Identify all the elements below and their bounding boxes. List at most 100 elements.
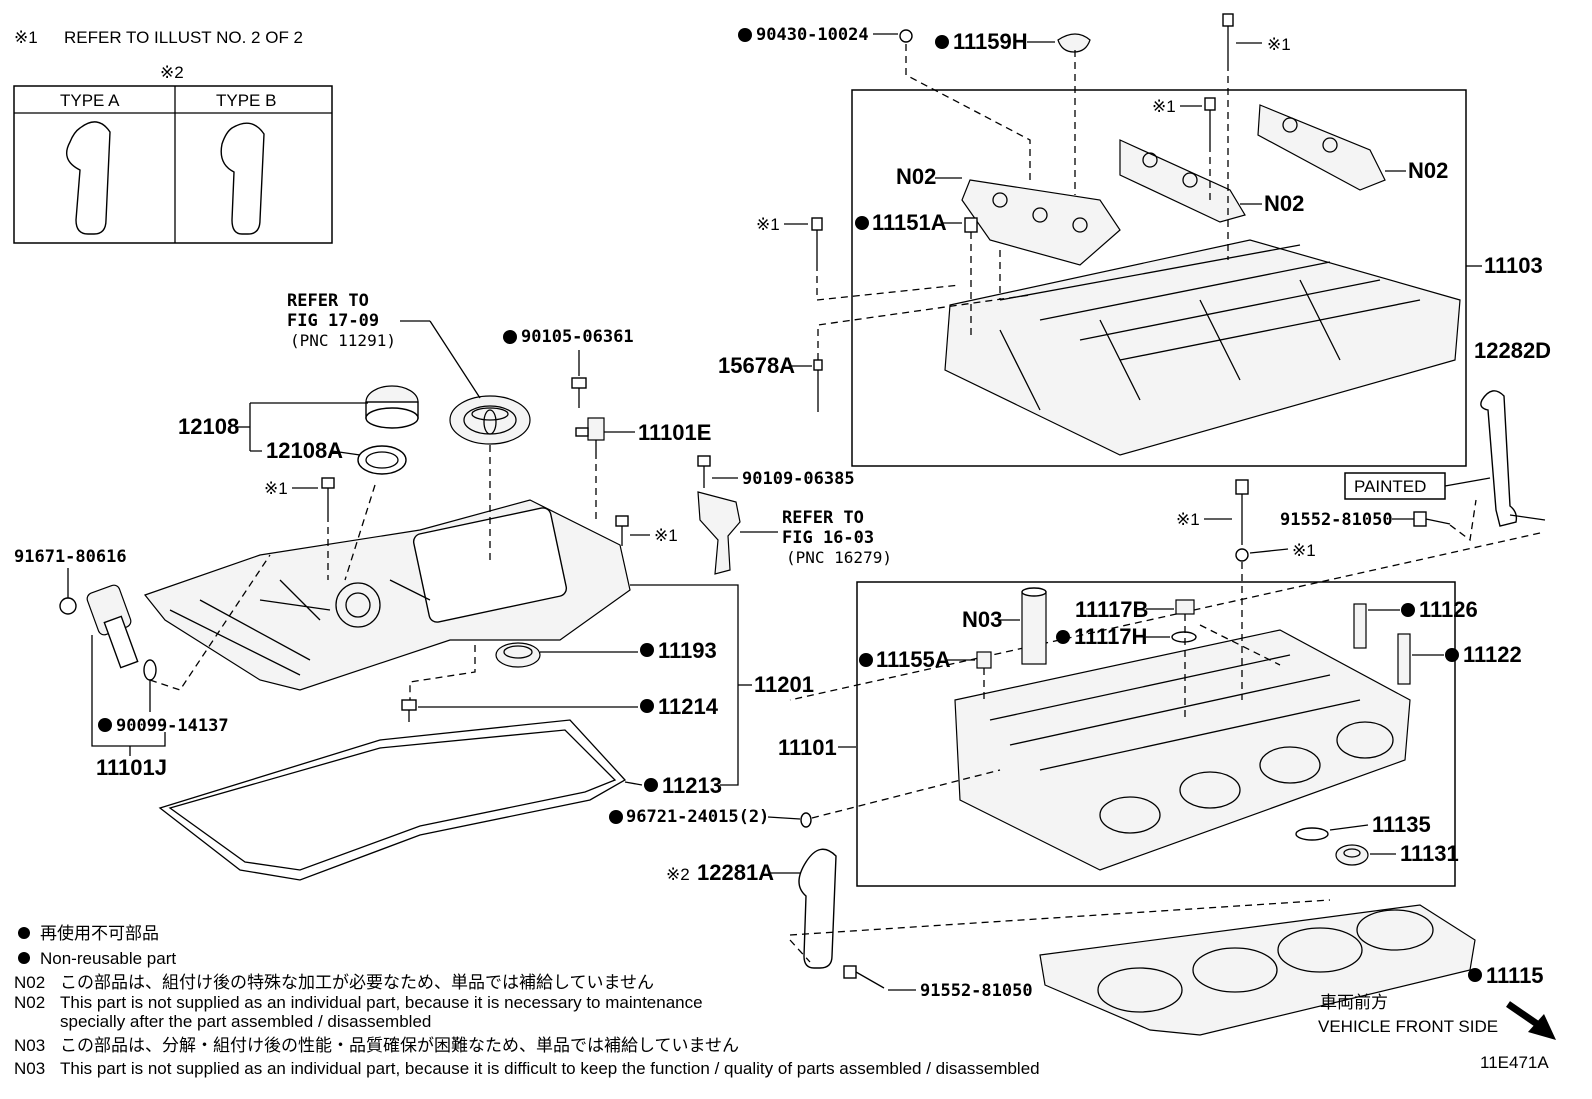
refer-fig17-line3: (PNC 11291): [290, 331, 396, 350]
bolt-90109-icon: [697, 455, 711, 488]
refer-fig16-line3: (PNC 16279): [786, 548, 892, 567]
type-table: TYPE A TYPE B: [13, 85, 333, 244]
label-11131: 11131: [1400, 841, 1459, 866]
bolt-left-icon: [811, 217, 823, 264]
bolt-head-icon: [1235, 479, 1249, 545]
label-11101: 11101: [778, 735, 837, 760]
legend-nonreusable-jp: 再使用不可部品: [40, 923, 159, 943]
bolt-mid-icon: [1204, 97, 1216, 145]
bearing-cap-n02-middle: [1119, 139, 1246, 223]
label-11117b: 11117B: [1075, 597, 1148, 622]
cam-housing-11103-drawing: [944, 239, 1461, 456]
mark-1-cover-bolt-left: ※1: [264, 479, 288, 498]
cam-housing-group-box: [851, 89, 1467, 467]
label-12108: 12108: [178, 414, 239, 439]
mark-1-washer: ※1: [1292, 541, 1316, 560]
legend-n03-code-en: N03: [14, 1059, 45, 1078]
vehicle-front-jp: 車両前方: [1320, 993, 1388, 1012]
seal-11193-icon: [495, 642, 541, 668]
bolt-cover-left-icon: [321, 477, 335, 515]
mark-1-mid-bolt: ※1: [1152, 97, 1176, 116]
refer-illust-note: REFER TO ILLUST NO. 2 OF 2: [64, 28, 303, 47]
pipe-n03-icon: [1021, 587, 1047, 665]
legend-n02-code-jp: N02: [14, 973, 45, 992]
refer-fig16-line1: REFER TO: [782, 508, 864, 528]
label-11115: 11115: [1486, 963, 1544, 988]
gasket-12108a-icon: [357, 445, 407, 475]
washer-icon: [1235, 548, 1249, 562]
seal-11159h-icon: [1057, 33, 1091, 53]
mark-1-head-bolt: ※1: [1176, 510, 1200, 529]
plug-96721-icon: [800, 812, 812, 828]
mark-1-cover-bolt-right: ※1: [654, 526, 678, 545]
label-91552-81050-lower: 91552-81050: [920, 981, 1033, 1001]
stud-15678a-icon: [813, 359, 823, 412]
mark-2-bracket: ※2: [666, 865, 690, 884]
legend-n03-code-jp: N03: [14, 1036, 45, 1055]
plug-11135-icon: [1295, 827, 1329, 841]
note-mark-2: ※2: [160, 63, 184, 82]
plug-90430-icon: [899, 29, 913, 43]
bolt-91552-lower-icon: [843, 965, 885, 989]
type-b-bracket-icon: [220, 122, 265, 235]
legend-n02-en-2: specially after the part assembled / dis…: [60, 1012, 431, 1031]
vehicle-front-en: VEHICLE FRONT SIDE: [1318, 1017, 1498, 1036]
legend-n02-jp: この部品は、組付け後の特殊な加工が必要なため、単品では補給していません: [60, 973, 654, 992]
toyota-emblem-icon: [449, 395, 531, 445]
label-11101e: 11101E: [638, 420, 711, 445]
legend-nonreusable-en: Non-reusable part: [40, 949, 176, 968]
label-11213: 11213: [662, 773, 722, 798]
cylinder-head-11101-drawing: [954, 629, 1411, 871]
refer-fig16-line2: FIG 16-03: [782, 528, 874, 548]
label-90105-06361: 90105-06361: [521, 327, 634, 347]
label-11214: 11214: [658, 694, 719, 719]
bracket-12281a-icon: [798, 848, 837, 969]
refer-fig17-line1: REFER TO: [287, 291, 369, 311]
oil-filler-cap-icon: [365, 385, 419, 429]
ocv-valve-icon: [59, 584, 157, 681]
label-11103: 11103: [1484, 253, 1543, 278]
mark-1-left-bolt: ※1: [756, 215, 780, 234]
label-15678a: 15678A: [718, 353, 795, 378]
label-90099-14137: 90099-14137: [116, 716, 229, 736]
bracket-16279-icon: [697, 491, 741, 575]
bolt-top-icon: [1222, 13, 1234, 64]
pin-11151a-icon: [964, 217, 978, 233]
bearing-cap-n02-right: [1257, 104, 1386, 191]
label-n03: N03: [962, 607, 1002, 632]
label-11155a: 11155A: [876, 647, 951, 672]
note-mark-1: ※1: [14, 28, 38, 47]
refer-fig17-line2: FIG 17-09: [287, 311, 379, 331]
label-90430-10024: 90430-10024: [756, 25, 869, 45]
label-12282d: 12282D: [1474, 338, 1551, 363]
plug-11117b-icon: [1175, 599, 1195, 615]
label-96721-24015: 96721-24015(2): [626, 807, 769, 827]
label-12108a: 12108A: [266, 438, 343, 463]
head-gasket-11115-drawing: [1039, 904, 1476, 1036]
guide-11122-icon: [1397, 633, 1411, 685]
legend-n03-jp: この部品は、分解・組付け後の性能・品質確保が困難なため、単品では補給していません: [60, 1036, 739, 1055]
label-n02-middle: N02: [1264, 191, 1304, 216]
label-11122: 11122: [1463, 642, 1522, 667]
diagram-id: 11E471A: [1480, 1053, 1549, 1072]
bolt-cover-right-icon: [615, 515, 629, 546]
cylinder-head-group-box: [856, 581, 1456, 887]
guide-11126-icon: [1353, 603, 1367, 649]
label-11151a: 11151A: [872, 210, 947, 235]
bolt-91552-upper-icon: [1413, 511, 1451, 527]
label-n02-right: N02: [1408, 158, 1448, 183]
mark-1-top-bolt: ※1: [1267, 35, 1291, 54]
cover-gasket-11213-drawing: [158, 719, 627, 881]
label-12281a: 12281A: [697, 860, 774, 885]
label-11101j: 11101J: [96, 755, 167, 780]
cylinder-head-cover-drawing: [144, 499, 631, 691]
type-a-header: TYPE A: [60, 91, 120, 110]
label-11201: 11201: [754, 672, 814, 697]
vehicle-front-arrow-icon: [1506, 1001, 1556, 1040]
pin-11155a-icon: [976, 651, 992, 669]
legend-n02-code-en: N02: [14, 993, 45, 1012]
gasket-11117h-icon: [1171, 631, 1197, 643]
label-90109-06385: 90109-06385: [742, 469, 855, 489]
label-n02-left: N02: [896, 164, 936, 189]
